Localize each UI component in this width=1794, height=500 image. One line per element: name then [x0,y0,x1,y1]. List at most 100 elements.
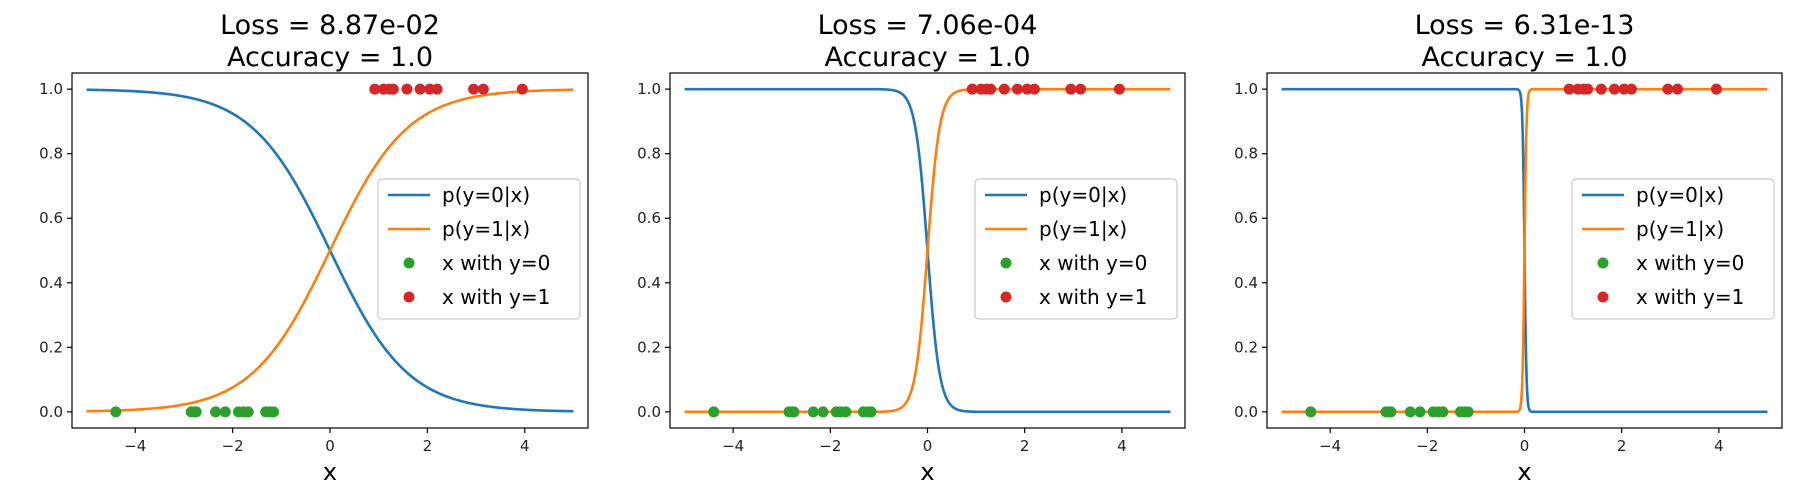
y-tick-label: 0.8 [39,145,63,163]
data-point-y1 [1625,83,1637,95]
chart-title-loss: Loss = 7.06e-04 [818,10,1038,41]
legend-marker-y1 [403,291,415,303]
y-tick-label: 0.6 [1234,209,1258,227]
legend-label: x with y=1 [1636,285,1744,309]
chart-title-loss: Loss = 6.31e-13 [1415,10,1635,41]
y-tick-label: 0.0 [1234,403,1258,421]
curves [684,87,1171,414]
y-tick-label: 0.2 [637,338,661,356]
y-tick-label: 0.6 [39,209,63,227]
legend-label: p(y=0|x) [442,183,530,207]
legend-label: p(y=1|x) [1039,217,1127,241]
data-point-y0 [1462,406,1474,418]
x-tick-label: 2 [423,437,433,455]
data-point-y1 [1672,83,1684,95]
data-point-y0 [1404,406,1416,418]
y-tick-label: 1.0 [1234,80,1258,98]
x-tick-label: 2 [1617,437,1627,455]
legend-label: x with y=1 [442,285,550,309]
legend-label: x with y=0 [1039,251,1147,275]
legend: p(y=0|x) p(y=1|x) x with y=0 x with y=1 [377,178,581,320]
legend-label: p(y=0|x) [1636,183,1724,207]
y-tick-label: 0.4 [1234,274,1258,292]
series-line-p-y1 [1281,87,1768,414]
series-line-p-y1 [684,87,1171,414]
data-point-y1 [1563,83,1575,95]
legend: p(y=0|x) p(y=1|x) x with y=0 x with y=1 [974,178,1178,320]
y-tick-label: 0.4 [39,274,63,292]
x-tick-label: 0 [923,437,933,455]
x-axis-label: x [323,458,337,486]
y-tick-label: 0.2 [39,338,63,356]
x-tick-label: −2 [819,437,841,455]
legend-marker-y1 [1597,291,1609,303]
data-point-y0 [1305,406,1317,418]
x-tick-label: 2 [1020,437,1030,455]
data-point-y0 [210,406,222,418]
y-tick-label: 1.0 [637,80,661,98]
legend-label: x with y=0 [1636,251,1744,275]
chart-title-accuracy: Accuracy = 1.0 [825,42,1031,73]
series-line-p-y1 [86,88,574,413]
y-tick-label: 0.0 [637,403,661,421]
legend-label: p(y=1|x) [442,217,530,241]
data-point-y0 [1437,406,1449,418]
legend-marker-y0 [1000,257,1012,269]
data-point-y1 [1028,83,1040,95]
data-point-y1 [1582,83,1594,95]
legend-marker-y0 [1597,257,1609,269]
data-point-y1 [369,83,381,95]
data-point-y1 [1710,83,1722,95]
data-point-y0 [807,406,819,418]
data-point-y0 [817,406,829,418]
curves [86,88,574,413]
data-point-y0 [242,406,254,418]
data-point-y0 [219,406,231,418]
data-point-y1 [401,83,413,95]
data-point-y1 [1662,83,1674,95]
chart-title-accuracy: Accuracy = 1.0 [227,42,433,73]
legend-frame [974,178,1178,320]
y-tick-label: 0.2 [1234,338,1258,356]
curves [1281,87,1768,414]
x-tick-label: 4 [1117,437,1127,455]
data-point-y1 [966,83,978,95]
y-tick-label: 1.0 [39,80,63,98]
data-point-y0 [1414,406,1426,418]
data-point-y0 [268,406,280,418]
x-tick-label: 4 [520,437,530,455]
x-tick-label: −4 [722,437,744,455]
x-tick-label: −4 [124,437,146,455]
data-point-y1 [468,83,480,95]
data-point-y0 [865,406,877,418]
data-point-y1 [998,83,1010,95]
data-point-y1 [1011,83,1023,95]
data-point-y1 [1075,83,1087,95]
chart-title-loss: Loss = 8.87e-02 [220,10,440,41]
data-point-y1 [1595,83,1607,95]
legend: p(y=0|x) p(y=1|x) x with y=0 x with y=1 [1571,178,1775,320]
legend-frame [377,178,581,320]
y-tick-label: 0.0 [39,403,63,421]
data-point-y0 [1385,406,1397,418]
data-point-y1 [1608,83,1620,95]
x-tick-label: −2 [1416,437,1438,455]
legend-label: p(y=1|x) [1636,217,1724,241]
y-tick-label: 0.8 [1234,145,1258,163]
legend-marker-y0 [403,257,415,269]
legend-label: p(y=0|x) [1039,183,1127,207]
y-tick-label: 0.4 [637,274,661,292]
data-point-y1 [414,83,426,95]
x-tick-label: 0 [325,437,335,455]
data-point-y1 [985,83,997,95]
x-tick-label: 4 [1714,437,1724,455]
x-axis-label: x [1517,458,1531,486]
legend-label: x with y=1 [1039,285,1147,309]
x-axis-label: x [920,458,934,486]
legend-label: x with y=0 [442,251,550,275]
legend-frame [1571,178,1775,320]
